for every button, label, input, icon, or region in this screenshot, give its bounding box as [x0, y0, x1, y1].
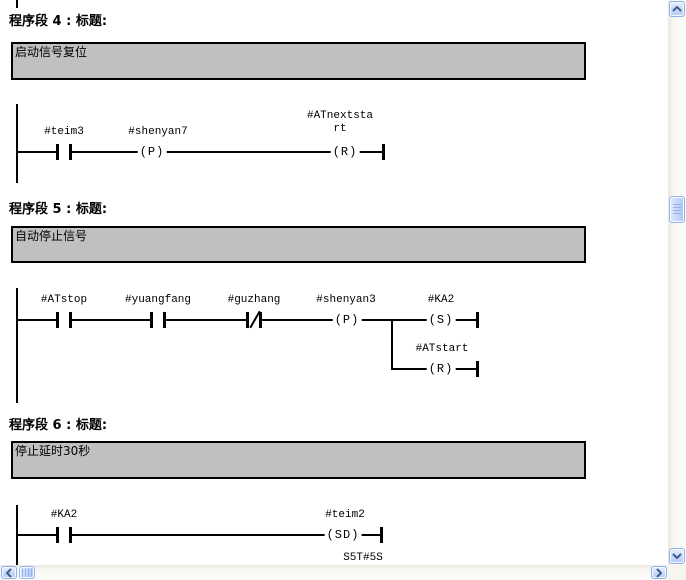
- coil-set[interactable]: (S): [426, 312, 456, 328]
- power-rail: [16, 288, 18, 403]
- operand-label: #yuangfang: [124, 294, 192, 306]
- coil-positive-edge[interactable]: (P): [137, 144, 167, 160]
- horizontal-scrollbar-thumb[interactable]: [19, 566, 35, 579]
- contact-ka2[interactable]: [56, 527, 72, 543]
- network-5-title[interactable]: 程序段 5 : 标题:: [9, 202, 108, 217]
- wire: [16, 151, 385, 153]
- network-6-comment: 停止延时30秒: [15, 444, 91, 458]
- operand-label: #teim2: [325, 509, 365, 521]
- coil-reset[interactable]: (R): [426, 361, 456, 377]
- chevron-right-icon: [656, 567, 662, 578]
- scroll-right-button[interactable]: [651, 566, 667, 579]
- coil-reset[interactable]: (R): [330, 144, 360, 160]
- network-6-comment-box[interactable]: 停止延时30秒: [11, 441, 586, 479]
- scroll-left-button[interactable]: [1, 566, 17, 579]
- coil-on-delay-timer[interactable]: (SD): [324, 527, 362, 543]
- operand-label: #ATnextstart: [306, 110, 373, 135]
- network-5-comment: 自动停止信号: [15, 229, 88, 243]
- coil-positive-edge[interactable]: (P): [332, 312, 362, 328]
- rung-end-bar: [476, 312, 479, 328]
- chevron-up-icon: [672, 6, 682, 12]
- vertical-scrollbar-track[interactable]: [668, 0, 686, 565]
- chevron-down-icon: [672, 553, 682, 559]
- rung-end-bar: [382, 144, 385, 160]
- operand-label: #ATstop: [40, 294, 88, 306]
- wire: [16, 534, 383, 536]
- operand-label: #shenyan7: [128, 126, 188, 138]
- scroll-down-button[interactable]: [669, 548, 685, 564]
- chevron-left-icon: [6, 567, 12, 578]
- contact-yuangfang[interactable]: [150, 312, 166, 328]
- operand-label: #ATstart: [415, 343, 469, 355]
- thumb-gripper-icon: [21, 568, 33, 577]
- scroll-up-button[interactable]: [669, 1, 685, 17]
- network-6-title[interactable]: 程序段 6 : 标题:: [9, 418, 108, 433]
- operand-label: #KA2: [50, 509, 78, 521]
- power-rail: [16, 104, 18, 183]
- network-4-comment-box[interactable]: 启动信号复位: [11, 42, 586, 80]
- horizontal-scrollbar-track[interactable]: [0, 565, 668, 580]
- rung-end-bar: [380, 527, 383, 543]
- thumb-gripper-icon: [673, 204, 681, 215]
- contact-atstop[interactable]: [56, 312, 72, 328]
- network-4-comment: 启动信号复位: [15, 45, 88, 59]
- timer-value-label: S5T#5S: [343, 552, 383, 564]
- contact-guzhang-nc[interactable]: [246, 312, 262, 328]
- rung-end-bar: [476, 361, 479, 377]
- power-rail-remnant: [16, 0, 18, 8]
- operand-label: #shenyan3: [316, 294, 376, 306]
- vertical-scrollbar-thumb[interactable]: [669, 196, 685, 223]
- scrollbar-corner: [668, 565, 686, 580]
- operand-label: #teim3: [44, 126, 84, 138]
- network-4-title[interactable]: 程序段 4 : 标题:: [9, 14, 108, 29]
- network-5-comment-box[interactable]: 自动停止信号: [11, 226, 586, 263]
- operand-label: #KA2: [427, 294, 455, 306]
- branch-wire: [391, 319, 393, 370]
- contact-teim3[interactable]: [56, 144, 72, 160]
- operand-label: #guzhang: [227, 294, 281, 306]
